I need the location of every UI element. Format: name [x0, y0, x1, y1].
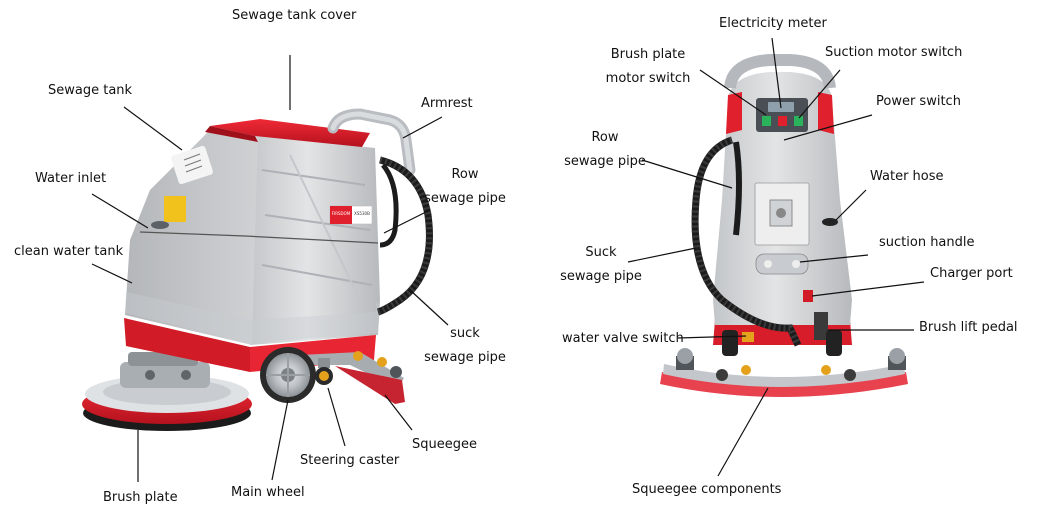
left-main-wheel [260, 347, 316, 403]
label-steering-caster: Steering caster [300, 453, 400, 468]
right-squeegee-bar [660, 348, 908, 397]
leader-lines [91, 37, 925, 482]
right-machine [660, 54, 908, 397]
label-squeegee-components: Squeegee components [632, 482, 782, 497]
label-power-switch: Power switch [876, 94, 961, 109]
model-decal: XS530B [354, 211, 370, 216]
label-suction-motor-switch: Suction motor switch [825, 45, 963, 60]
label-water-hose: Water hose [870, 169, 944, 184]
label-main-wheel: Main wheel [231, 485, 305, 500]
label-brush-plate-motor-switch: Brush plate motor switch [605, 47, 691, 86]
left-armrest [327, 108, 416, 176]
left-hoses [376, 156, 433, 316]
label-water-valve-switch: water valve switch [562, 331, 684, 346]
left-machine [82, 108, 433, 431]
label-brush-plate: Brush plate [103, 490, 178, 505]
brand-decal: FIRSDOM [331, 211, 351, 216]
label-charger-port: Charger port [930, 266, 1013, 281]
label-squeegee: Squeegee [412, 437, 477, 452]
brush-plate-disc [82, 352, 252, 431]
label-suck-sewage-pipe-left: suck sewage pipe [424, 326, 506, 365]
left-body [124, 119, 380, 372]
label-row-sewage-pipe-left: Row sewage pipe [424, 167, 506, 206]
label-clean-water-tank: clean water tank [14, 244, 124, 259]
label-suction-handle: suction handle [879, 235, 975, 250]
label-sewage-tank-cover: Sewage tank cover [232, 8, 357, 23]
label-brush-lift-pedal: Brush lift pedal [919, 320, 1018, 335]
label-water-inlet: Water inlet [35, 171, 107, 186]
left-steering-caster [315, 358, 333, 385]
label-sewage-tank: Sewage tank [48, 83, 133, 98]
right-hoses [691, 136, 802, 347]
label-armrest: Armrest [421, 96, 473, 111]
label-suck-sewage-pipe-right: Suck sewage pipe [560, 245, 642, 284]
label-row-sewage-pipe-right: Row sewage pipe [564, 130, 646, 169]
right-body [713, 54, 852, 356]
label-electricity-meter: Electricity meter [719, 16, 827, 31]
